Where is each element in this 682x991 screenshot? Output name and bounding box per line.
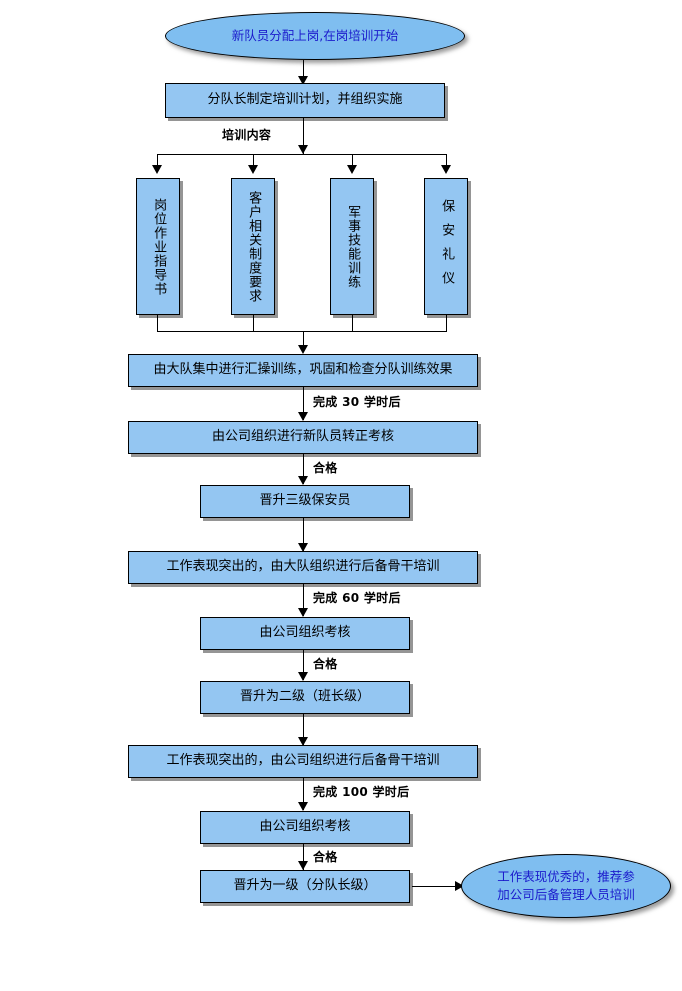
node-promote-level2-label: 晋升为二级（班长级） (239, 689, 370, 705)
arrow-level2-to-reserve-company (298, 737, 308, 746)
edge-label-hours-60: 完成 60 学时后 (313, 591, 401, 605)
node-end-label: 工作表现优秀的，推荐参 加公司后备管理人员培训 (497, 868, 635, 904)
node-company-exam-1-label: 由公司组织进行新队员转正考核 (211, 429, 394, 445)
merge-bar (157, 331, 447, 332)
node-company-exam-3-label: 由公司组织考核 (259, 819, 351, 835)
arrow-fanout-to-content-4 (441, 165, 451, 174)
arrow-exam-1-to-level-3 (298, 476, 308, 485)
arrow-reserve-company-to-exam-3 (298, 802, 308, 811)
connector-fanout-to-content-1 (157, 154, 158, 172)
arrow-exam-2-to-level-2 (298, 672, 308, 681)
connector-level2-to-reserve-company (303, 714, 304, 745)
node-promote-level3-label: 晋升三级保安员 (259, 493, 351, 509)
connector-fanout-to-content-4 (446, 154, 447, 172)
node-content-4-label: 保安礼仪 (439, 198, 455, 295)
edge-label-pass-3: 合格 (313, 850, 338, 864)
node-end-line-2: 加公司后备管理人员培训 (497, 887, 635, 902)
arrow-drill-to-exam-1 (298, 412, 308, 421)
arrow-exam-3-to-level-1 (298, 861, 308, 870)
node-content-2-label: 客户相关制度要求 (246, 190, 262, 303)
node-start[interactable]: 新队员分配上岗,在岗培训开始 (165, 12, 465, 60)
arrow-fanout-to-content-1 (152, 165, 162, 174)
connector-fanout-to-content-2 (253, 154, 254, 172)
node-promote-level3[interactable]: 晋升三级保安员 (200, 485, 410, 518)
node-promote-level1[interactable]: 晋升为一级（分队长级） (200, 870, 410, 903)
connector-plan-to-fanout (303, 118, 304, 154)
arrow-level3-to-reserve-brigade (298, 543, 308, 552)
connector-reserve-company-to-exam-3 (303, 778, 304, 810)
connector-reserve-brigade-to-exam-2 (303, 584, 304, 616)
arrow-fanout-to-content-2 (248, 165, 258, 174)
node-plan[interactable]: 分队长制定培训计划，并组织实施 (165, 83, 445, 118)
connector-content-2-to-merge (253, 315, 254, 332)
connector-fanout-to-content-3 (352, 154, 353, 172)
node-reserve-training-brigade-label: 工作表现突出的，由大队组织进行后备骨干培训 (166, 559, 440, 575)
edge-label-hours-30: 完成 30 学时后 (313, 395, 401, 409)
node-promote-level2[interactable]: 晋升为二级（班长级） (200, 681, 410, 714)
fanout-bar (157, 154, 447, 155)
node-reserve-training-brigade[interactable]: 工作表现突出的，由大队组织进行后备骨干培训 (128, 551, 478, 584)
node-company-exam-2-label: 由公司组织考核 (259, 625, 351, 641)
node-content-3-label: 军事技能训练 (345, 204, 361, 289)
arrow-merge-to-brigade-drill (298, 345, 308, 354)
connector-exam-1-to-level-3 (303, 454, 304, 484)
node-start-label: 新队员分配上岗,在岗培训开始 (231, 27, 399, 43)
node-company-exam-3[interactable]: 由公司组织考核 (200, 811, 410, 844)
connector-exam-3-to-level-1 (303, 844, 304, 870)
node-end-line-1: 工作表现优秀的，推荐参 (497, 868, 635, 884)
arrow-start-to-plan (298, 76, 308, 85)
node-content-2[interactable]: 客户相关制度要求 (231, 178, 275, 315)
node-reserve-training-company[interactable]: 工作表现突出的，由公司组织进行后备骨干培训 (128, 745, 478, 778)
node-content-1-label: 岗位作业指导书 (151, 197, 167, 296)
connector-merge-to-brigade-drill (303, 331, 304, 348)
connector-content-4-to-merge (446, 315, 447, 332)
node-plan-label: 分队长制定培训计划，并组织实施 (207, 92, 403, 108)
connector-content-1-to-merge (157, 315, 158, 332)
node-content-3[interactable]: 军事技能训练 (330, 178, 374, 315)
node-company-exam-2[interactable]: 由公司组织考核 (200, 617, 410, 650)
node-content-4[interactable]: 保安礼仪 (424, 178, 468, 315)
connector-level3-to-reserve-brigade (303, 518, 304, 551)
arrow-plan-to-fanout (298, 145, 308, 154)
edge-label-pass-1: 合格 (313, 461, 338, 475)
connector-drill-to-exam-1 (303, 387, 304, 420)
connector-exam-2-to-level-2 (303, 650, 304, 680)
node-company-exam-1[interactable]: 由公司组织进行新队员转正考核 (128, 421, 478, 454)
node-reserve-training-company-label: 工作表现突出的，由公司组织进行后备骨干培训 (166, 753, 440, 769)
edge-label-pass-2: 合格 (313, 657, 338, 671)
node-brigade-drill-label: 由大队集中进行汇操训练，巩固和检查分队训练效果 (153, 362, 453, 378)
edge-label-training-content: 培训内容 (222, 128, 272, 142)
node-brigade-drill[interactable]: 由大队集中进行汇操训练，巩固和检查分队训练效果 (128, 354, 478, 387)
node-promote-level1-label: 晋升为一级（分队长级） (233, 878, 377, 894)
arrow-level1-to-end (455, 881, 464, 891)
connector-start-to-plan (303, 60, 304, 79)
connector-level1-to-end (412, 886, 460, 887)
node-end[interactable]: 工作表现优秀的，推荐参 加公司后备管理人员培训 (461, 854, 671, 918)
connector-content-3-to-merge (352, 315, 353, 332)
edge-label-hours-100: 完成 100 学时后 (313, 785, 410, 799)
arrow-reserve-brigade-to-exam-2 (298, 608, 308, 617)
node-content-1[interactable]: 岗位作业指导书 (136, 178, 180, 315)
arrow-fanout-to-content-3 (347, 165, 357, 174)
